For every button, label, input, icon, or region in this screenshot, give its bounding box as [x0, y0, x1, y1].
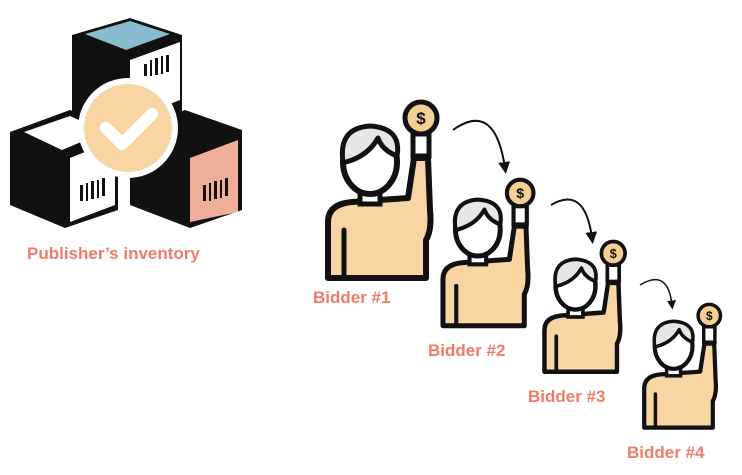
inventory-label: Publisher’s inventory — [27, 244, 200, 263]
bidder-4-figure: $ — [644, 304, 720, 427]
dollar-icon: $ — [610, 247, 617, 261]
dollar-icon: $ — [516, 185, 524, 201]
arrow-icon — [639, 279, 676, 310]
bidder-2-figure: $ — [443, 180, 533, 326]
bidder-1-figure: $ — [328, 102, 437, 278]
inventory-boxes-icon — [10, 18, 242, 228]
arrow-icon — [550, 198, 598, 244]
bidder-4-label: Bidder #4 — [627, 443, 705, 462]
dollar-icon: $ — [416, 109, 426, 128]
bidder-2-label: Bidder #2 — [428, 341, 506, 360]
bidder-3-label: Bidder #3 — [528, 387, 606, 406]
arrow-icon — [452, 119, 511, 174]
bidder-3-figure: $ — [544, 241, 625, 371]
dollar-icon: $ — [706, 309, 713, 323]
bidder-1-label: Bidder #1 — [313, 288, 391, 307]
